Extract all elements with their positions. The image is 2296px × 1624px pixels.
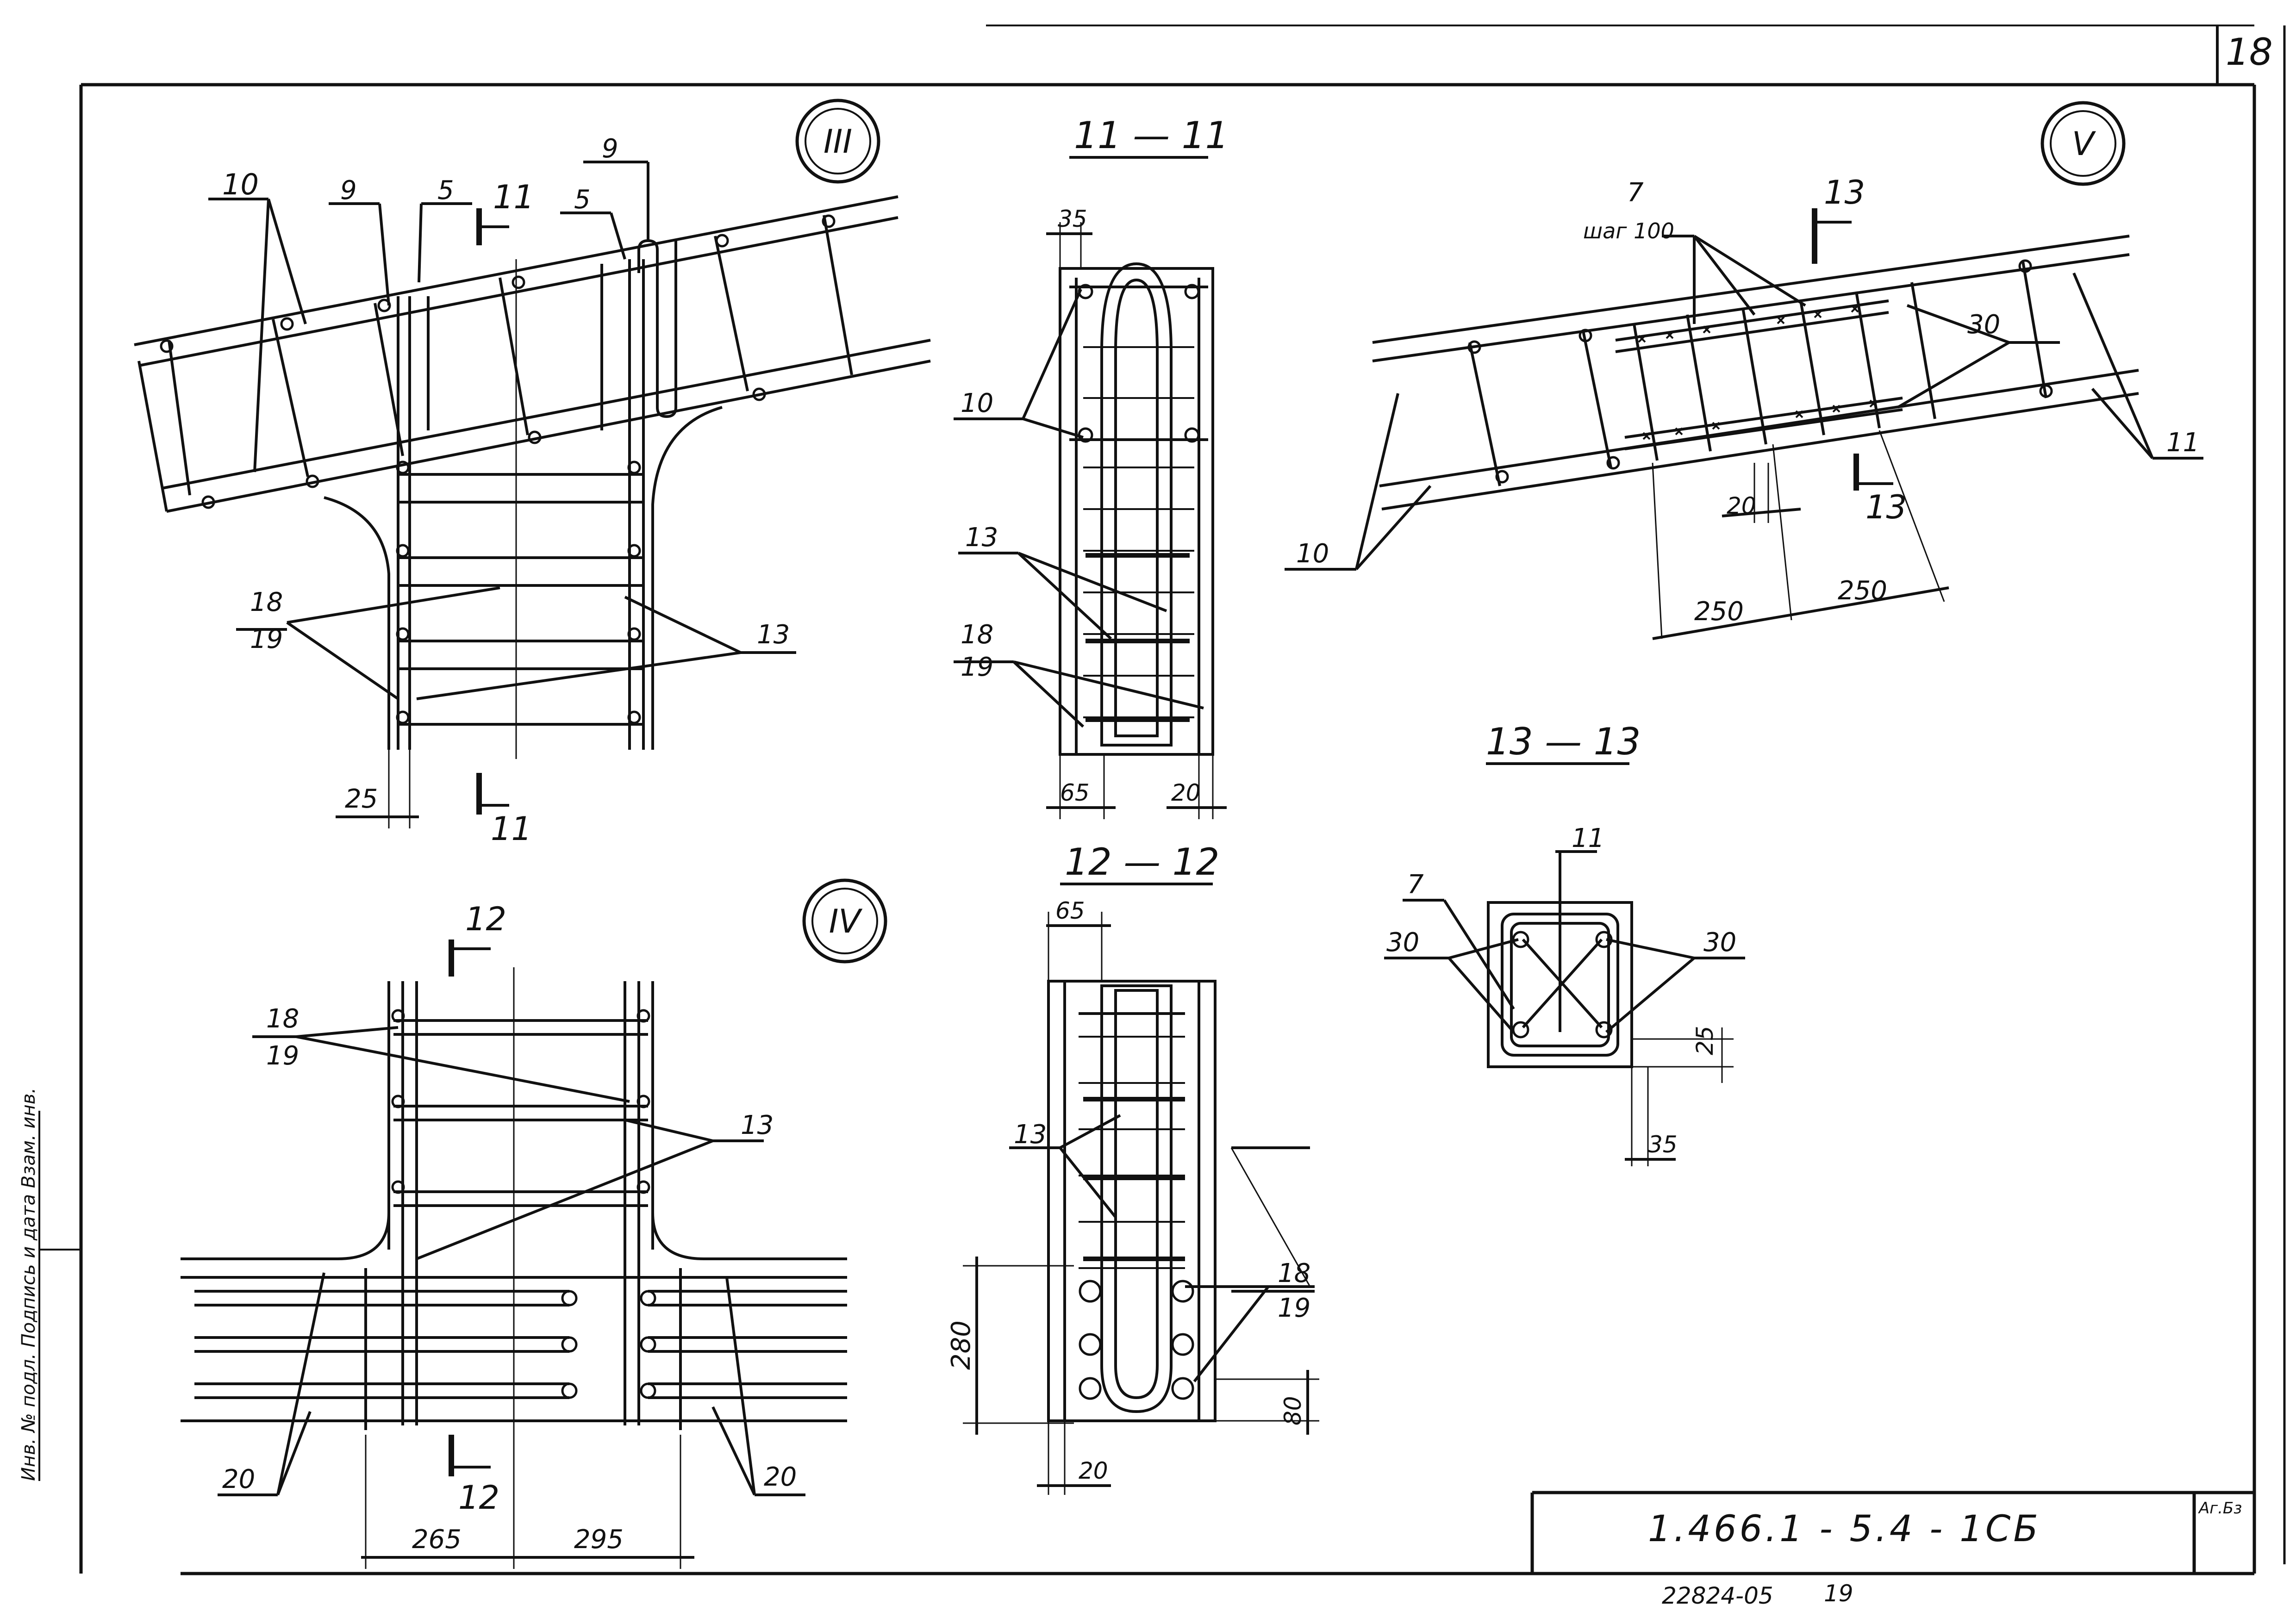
page-number: 18 (2226, 31, 2273, 74)
node-V-pos-11: 11 (2166, 428, 2199, 458)
section-13-dim-25: 25 (1691, 1026, 1718, 1055)
node-V-cut-13-bottom: 13 (1866, 488, 1907, 526)
node-III-pos-5b: 5 (574, 185, 591, 215)
node-IV-pos-20b: 20 (764, 1462, 797, 1492)
section-11-drawing (954, 222, 1227, 819)
node-V-dim-250b: 250 (1838, 576, 1887, 606)
node-IV-bar-ends (391, 1009, 656, 1399)
node-IV-dim-265: 265 (412, 1524, 462, 1555)
node-III-dim-25: 25 (345, 784, 378, 814)
node-III-pos-10: 10 (222, 168, 259, 201)
section-11-dim-35: 35 (1058, 205, 1087, 232)
section-11-title: 11 — 11 (1074, 114, 1229, 157)
node-III-pos-9: 9 (340, 175, 357, 205)
section-11-dim-65: 65 (1060, 779, 1090, 806)
node-V-step: шаг 100 (1583, 218, 1674, 243)
section-13-pos-11: 11 (1572, 823, 1604, 853)
callout-IV-label: IV (829, 902, 863, 940)
node-III-pos-19: 19 (250, 624, 283, 654)
node-IV-cut-12-bottom: 12 (458, 1479, 499, 1517)
section-13-dim-35: 35 (1648, 1131, 1678, 1158)
side-stamp (38, 1111, 81, 1481)
section-11-pos-19: 19 (961, 652, 993, 682)
node-V-pos-30: 30 (1967, 310, 2000, 340)
callout-V-label: V (2072, 125, 2096, 163)
node-V-bar-ends (1467, 259, 2053, 484)
sheet-frame (79, 25, 2286, 1575)
document-code: 1.466.1 - 5.4 - 1СБ (1648, 1508, 2041, 1550)
section-12-bar-ends (1079, 1280, 1194, 1400)
callout-V: V (2040, 101, 2126, 186)
section-12-pos-13: 13 (1014, 1120, 1047, 1150)
node-IV-drawing (181, 940, 847, 1569)
section-13-pos-7: 7 (1407, 870, 1424, 900)
node-III-cut-11-top: 11 (493, 178, 534, 216)
node-IV-cut-12-top: 12 (465, 900, 506, 938)
section-13-title: 13 — 13 (1486, 720, 1641, 763)
callout-IV: IV (802, 878, 887, 964)
inventory-number: 22824-05 (1662, 1582, 1773, 1609)
title-block (1530, 1491, 2254, 1574)
node-III-pos-5: 5 (437, 175, 454, 205)
callout-III-label: III (824, 123, 852, 161)
node-V-dim-250a: 250 (1694, 597, 1744, 627)
section-11-pos-13: 13 (965, 523, 998, 553)
section-13-drawing (1384, 850, 1745, 1166)
node-V-dim-20: 20 (1727, 492, 1756, 519)
inventory-page: 19 (1824, 1580, 1853, 1607)
section-12-dim-65: 65 (1055, 897, 1085, 924)
section-13-pos-30b: 30 (1703, 927, 1736, 958)
section-13-bar-ends (1512, 931, 1613, 1039)
node-IV-pos-20a: 20 (222, 1464, 255, 1494)
node-III-drawing (134, 161, 931, 828)
section-13-pos-30a: 30 (1386, 927, 1419, 958)
section-12-dim-20: 20 (1079, 1457, 1108, 1484)
node-V-pos-7: 7 (1627, 178, 1644, 208)
node-V-pos-10: 10 (1296, 539, 1329, 569)
section-11-pos-10: 10 (961, 388, 993, 418)
section-12-pos-19: 19 (1278, 1293, 1310, 1323)
node-III-cut-11-bottom: 11 (491, 810, 532, 848)
section-12-drawing (963, 912, 1319, 1495)
section-12-title: 12 — 12 (1065, 840, 1219, 884)
node-III-pos-18: 18 (250, 587, 283, 617)
section-11-pos-18: 18 (961, 620, 993, 650)
node-III-pos-13: 13 (757, 620, 790, 650)
callout-III: III (795, 99, 880, 184)
node-V-cut-13-top: 13 (1824, 174, 1865, 212)
node-III-bar-ends (160, 214, 836, 724)
node-IV-pos-18: 18 (266, 1004, 299, 1034)
node-IV-pos-13: 13 (741, 1110, 774, 1140)
node-IV-dim-295: 295 (574, 1524, 624, 1555)
node-V-drawing (1285, 208, 2203, 640)
node-IV-pos-19: 19 (266, 1041, 299, 1071)
section-11-bar-ends (1078, 284, 1200, 443)
node-V-welds (1638, 305, 1878, 440)
section-12-dim-80: 80 (1279, 1396, 1306, 1425)
side-stamp-text: Инв. № подл. Подпись и дата Взам. инв. (18, 1088, 39, 1481)
section-11-dim-20: 20 (1171, 779, 1201, 806)
section-12-pos-18: 18 (1278, 1258, 1310, 1288)
node-III-pos-9b: 9 (602, 134, 618, 164)
section-12-dim-280: 280 (946, 1320, 976, 1370)
corner-mark: Аг.Бз (2198, 1499, 2242, 1518)
